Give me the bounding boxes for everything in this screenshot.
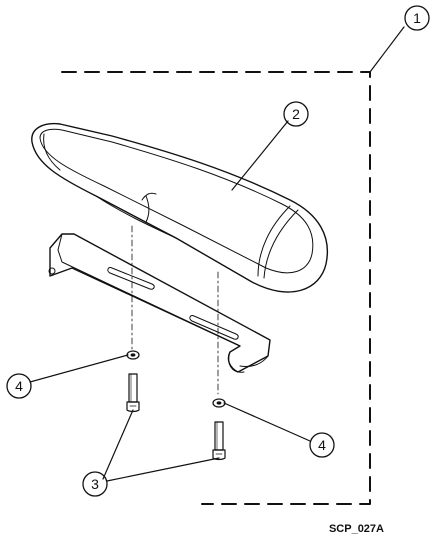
drawing-code: SCP_027A	[329, 523, 384, 535]
leader-lines	[29, 26, 405, 482]
svg-text:3: 3	[91, 476, 99, 492]
callout-4-left: 4	[6, 373, 32, 399]
svg-text:4: 4	[318, 437, 326, 453]
assembly-center-lines	[131, 225, 219, 395]
svg-text:4: 4	[15, 378, 23, 394]
svg-text:2: 2	[292, 106, 300, 122]
mounting-bracket	[48, 233, 271, 373]
callout-2: 2	[283, 101, 309, 127]
callout-4-right: 4	[309, 432, 335, 458]
armrest-pad	[31, 122, 328, 293]
svg-text:1: 1	[413, 10, 421, 26]
callout-1: 1	[404, 5, 430, 31]
screw-right	[212, 421, 226, 461]
callout-3: 3	[82, 471, 108, 497]
washer-right	[212, 398, 226, 408]
screw-left	[126, 373, 140, 413]
washer-left	[126, 350, 140, 360]
